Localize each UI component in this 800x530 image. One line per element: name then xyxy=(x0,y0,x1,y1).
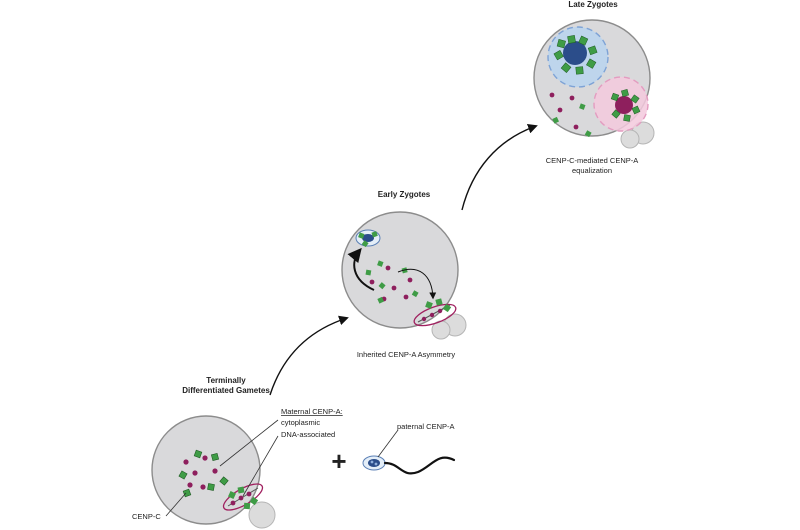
early-paternal-pronucleus xyxy=(355,229,381,248)
polar-body xyxy=(248,501,276,529)
late-polar-body-2 xyxy=(620,129,640,149)
maternal-item-dna: DNA-associated xyxy=(281,430,335,439)
late-zygote-caption-line2: equalization xyxy=(572,166,612,175)
late-paternal-chromatin xyxy=(563,41,587,65)
leader-dna xyxy=(242,435,279,497)
leader-cenp-c xyxy=(165,492,187,517)
early-cytoplasmic-cenp-c xyxy=(365,260,419,304)
plus-sign: + xyxy=(331,446,346,476)
late-maternal-cenp-c xyxy=(610,89,641,122)
egg-cell xyxy=(151,415,261,525)
early-arrow-to-maternal xyxy=(397,268,437,300)
arrow-to-early xyxy=(269,315,349,396)
late-maternal-chromatin xyxy=(615,96,633,114)
cenp-c-label: CENP-C xyxy=(132,512,161,521)
leader-cytoplasmic xyxy=(219,419,279,467)
late-zygote-stage: Late Zygotes CENP-C-mediated CENP-A equa… xyxy=(533,0,655,175)
sperm-icon xyxy=(362,429,456,475)
cytoplasmic-cenp-a xyxy=(183,455,218,490)
maternal-heading: Maternal CENP-A: xyxy=(281,407,343,416)
cytoplasmic-cenp-c xyxy=(178,449,229,498)
late-zygote-caption-line1: CENP-C-mediated CENP-A xyxy=(546,156,639,165)
late-cytoplasmic-cenp-a xyxy=(549,92,579,130)
early-zygote-stage: Early Zygotes Inherited CENP-A Asymmetry xyxy=(341,190,467,359)
gamete-stage: Terminally Differentiated Gametes Matern… xyxy=(132,376,343,529)
late-cytoplasmic-cenp-c xyxy=(552,103,592,138)
paternal-cenp-a-label: paternal CENP-A xyxy=(397,422,455,431)
early-zygote-caption: Inherited CENP-A Asymmetry xyxy=(357,350,456,359)
late-paternal-cenp-c xyxy=(553,35,598,75)
early-maternal-chromatin xyxy=(413,303,457,327)
maternal-item-cytoplasmic: cytoplasmic xyxy=(281,418,320,427)
early-zygote-title: Early Zygotes xyxy=(378,190,431,199)
early-arrow-to-paternal xyxy=(347,247,375,291)
early-maternal-cenp xyxy=(417,298,452,323)
dna-associated-cenp-a xyxy=(227,486,259,510)
gamete-title-line1: Terminally xyxy=(206,376,246,385)
late-zygote-title: Late Zygotes xyxy=(568,0,618,9)
arrow-to-late xyxy=(461,124,538,211)
gamete-title-line2: Differentiated Gametes xyxy=(182,386,270,395)
